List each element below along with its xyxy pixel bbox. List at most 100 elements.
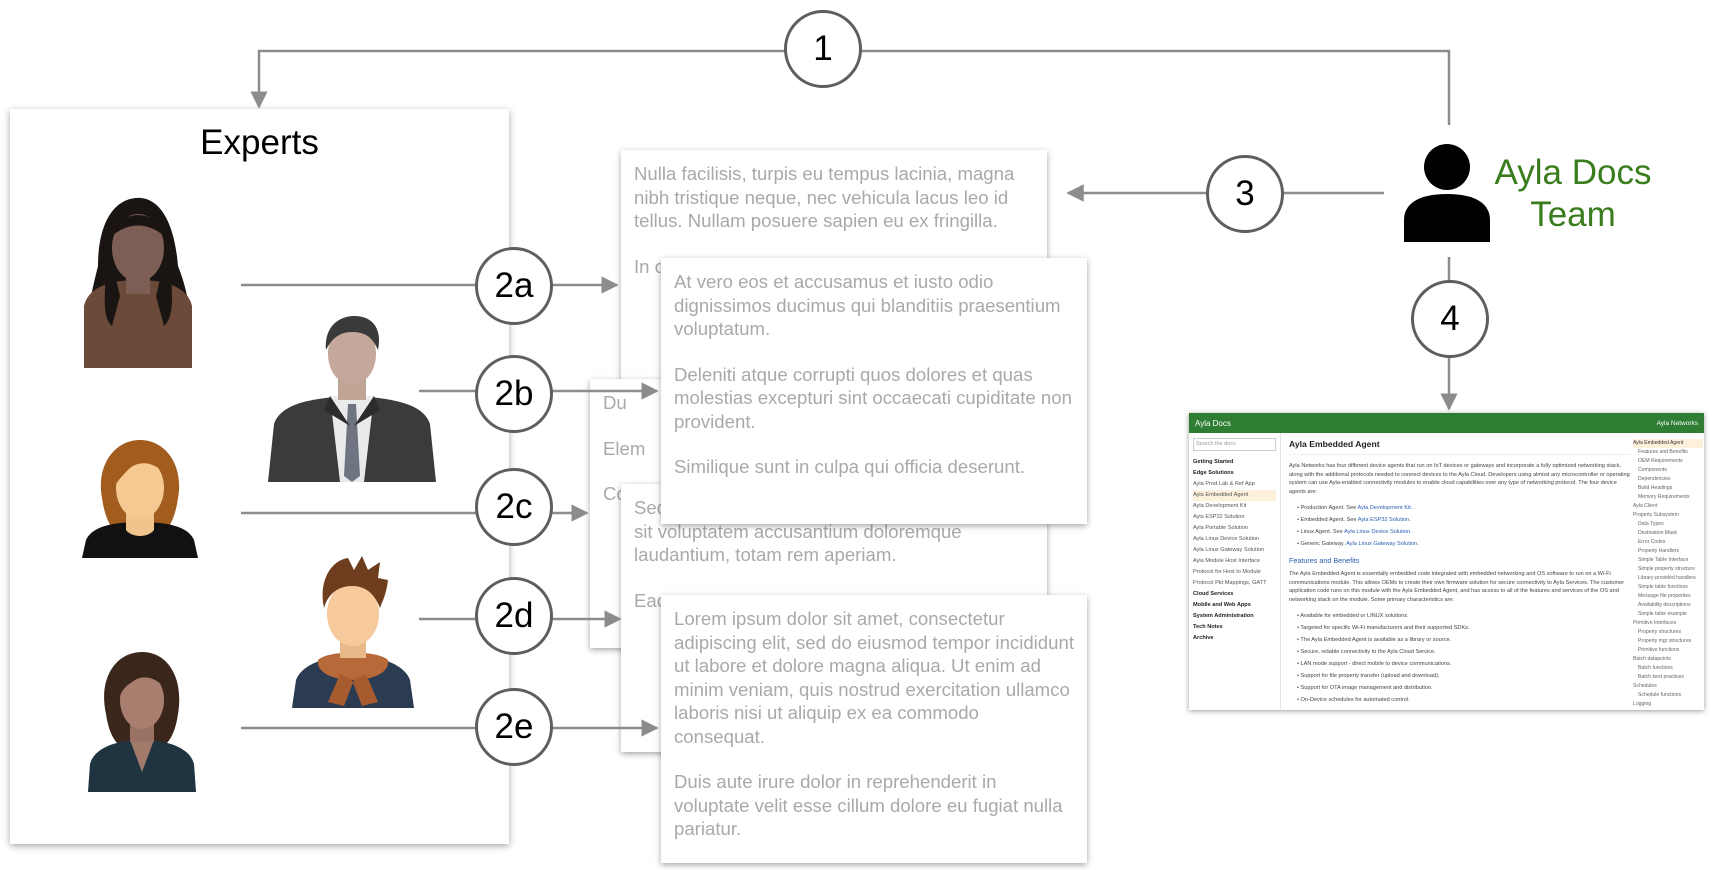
docs-nav-item[interactable]: Ayla Linux Device Solution xyxy=(1193,536,1260,542)
docs-nav-item[interactable]: Protocol Pkt Mappings, GATT xyxy=(1193,580,1267,586)
docs-feature-item: • Targeted for specific Wi-Fi manufactur… xyxy=(1297,625,1470,631)
docs-toc-item[interactable]: Destination Mask xyxy=(1638,530,1678,536)
docs-toc-item[interactable]: Availability descriptions xyxy=(1638,602,1691,608)
experts-panel: Experts xyxy=(10,109,509,844)
docs-toc-item[interactable]: Simple property structure xyxy=(1638,566,1695,572)
docs-nav-item[interactable]: Cloud Services xyxy=(1193,591,1234,597)
docs-nav-item[interactable]: Ayla Module Host Interface xyxy=(1193,558,1261,564)
docs-agent-link[interactable]: Ayla Linux Device Solution. xyxy=(1344,529,1412,535)
docs-nav-item[interactable]: Edge Solutions xyxy=(1193,470,1234,476)
step-badge-2c: 2c xyxy=(475,468,553,546)
docs-toc-item[interactable]: Property structures xyxy=(1638,629,1682,635)
docs-site-header: Ayla Docs Ayla Networks xyxy=(1189,413,1704,433)
docs-site-search-input[interactable]: Search the docs xyxy=(1193,438,1276,451)
expert-woman-dark-hair-icon xyxy=(84,197,192,368)
step-badge-2d: 2d xyxy=(475,577,553,655)
team-label: Ayla Docs Team xyxy=(1488,152,1658,236)
docs-toc-item[interactable]: Components xyxy=(1638,467,1667,473)
docs-toc-item[interactable]: Batch datapoints xyxy=(1633,656,1671,662)
docs-agent-text: • Generic Gateway. xyxy=(1297,541,1347,547)
team-label-line-2: Team xyxy=(1530,195,1616,234)
docs-agent-item: • Linux Agent. See Ayla Linux Device Sol… xyxy=(1289,526,1631,538)
docs-agent-link[interactable]: Ayla Linux Gateway Solution. xyxy=(1346,541,1419,547)
docs-site-brand[interactable]: Ayla Docs xyxy=(1195,418,1231,428)
docs-toc-item[interactable]: Simple table example xyxy=(1638,611,1687,617)
docs-agent-link[interactable]: Ayla ESP32 Solution. xyxy=(1357,517,1411,523)
docs-agent-item: • Production Agent. See Ayla Development… xyxy=(1289,502,1631,514)
step-badge-1: 1 xyxy=(784,10,862,88)
docs-feature-item: • Secure, reliable connectivity to the A… xyxy=(1297,649,1436,655)
docs-toc-item[interactable]: Ayla Embedded Agent xyxy=(1633,439,1703,448)
docs-feature-item: • Support for file property transfer (up… xyxy=(1297,673,1440,679)
docs-intro-paragraph: Ayla Networks has four different device … xyxy=(1289,463,1630,495)
docs-site-content: Ayla Embedded Agent Ayla Networks has fo… xyxy=(1289,439,1631,706)
experts-title: Experts xyxy=(200,123,319,162)
team-label-line-1: Ayla Docs xyxy=(1494,153,1652,192)
docs-toc-item[interactable]: Memory Requirements xyxy=(1638,494,1690,500)
docs-nav-item[interactable]: Ayla Linux Gateway Solution xyxy=(1193,547,1265,553)
docs-nav-item[interactable]: Mobile and Web Apps xyxy=(1193,602,1251,608)
docs-toc-item[interactable]: OEM Requirements xyxy=(1638,458,1683,464)
step-badge-4: 4 xyxy=(1411,280,1489,358)
docs-toc-item[interactable]: Error Codes xyxy=(1638,539,1666,545)
docs-nav-item[interactable]: Protocol for Host to Module xyxy=(1193,569,1261,575)
docs-toc-item[interactable]: Property Handlers xyxy=(1638,548,1680,554)
docs-agent-text: • Embedded Agent. See xyxy=(1297,517,1358,523)
docs-toc-item[interactable]: Property Subsystem xyxy=(1633,512,1679,518)
doc1-paragraph-1: Nulla facilisis, turpis eu tempus lacini… xyxy=(634,163,1015,231)
docs-features-intro: The Ayla Embedded Agent is essentially e… xyxy=(1289,571,1625,603)
docs-toc-item[interactable]: Property mgr structures xyxy=(1638,638,1692,644)
document-card-5: Lorem ipsum dolor sit amet, consectetur … xyxy=(661,595,1087,863)
expert-woman-v-neck-icon xyxy=(88,652,196,792)
doc5-paragraph-1: Lorem ipsum dolor sit amet, consectetur … xyxy=(674,608,1074,747)
docs-toc-item[interactable]: Ayla Client xyxy=(1633,503,1658,509)
docs-agent-link[interactable]: Ayla Development Kit. xyxy=(1357,505,1413,511)
step-badge-2a: 2a xyxy=(475,247,553,325)
docs-toc-item[interactable]: Library-provided handlers xyxy=(1638,575,1696,581)
doc3-paragraph-2: Elem xyxy=(603,437,646,459)
expert-woman-auburn-hair-icon xyxy=(82,440,198,558)
step-badge-2b: 2b xyxy=(475,355,553,433)
docs-nav-item[interactable]: Tech Notes xyxy=(1193,624,1223,630)
docs-agent-text: • Linux Agent. See xyxy=(1297,529,1345,535)
docs-nav-item[interactable]: Archive xyxy=(1193,635,1214,641)
docs-toc-item[interactable]: Batch functions xyxy=(1638,665,1673,671)
docs-feature-item: • Available for embedded or LINUX soluti… xyxy=(1297,613,1409,619)
docs-nav-item[interactable]: Ayla Development Kit xyxy=(1193,503,1247,509)
docs-nav-item[interactable]: Ayla Prod Lab & Ref App xyxy=(1193,481,1255,487)
docs-toc-item[interactable]: Primitive functions xyxy=(1638,647,1680,653)
docs-toc-item[interactable]: Logging xyxy=(1633,701,1652,707)
docs-toc-item[interactable]: Build Headings xyxy=(1638,485,1673,491)
expert-man-scarf-icon xyxy=(292,556,414,708)
docs-toc-item[interactable]: Schedule functions xyxy=(1638,692,1682,698)
docs-toc-item[interactable]: Simple Table Interface xyxy=(1638,557,1689,563)
docs-nav-item[interactable]: System Administration xyxy=(1193,613,1254,619)
docs-nav-item[interactable]: Ayla ESP32 Solution xyxy=(1193,514,1245,520)
doc1-paragraph-2: In c xyxy=(634,255,664,277)
doc4-paragraph-2: Eac xyxy=(634,589,667,611)
doc2-paragraph-1: At vero eos et accusamus et iusto odio d… xyxy=(674,271,1061,339)
doc3-paragraph-1: Du xyxy=(603,392,627,413)
docs-agent-item: • Embedded Agent. See Ayla ESP32 Solutio… xyxy=(1289,514,1631,526)
docs-toc-item[interactable]: Primitive Interfaces xyxy=(1633,620,1677,626)
docs-nav-item[interactable]: Ayla Portable Solution xyxy=(1193,525,1248,531)
docs-feature-item: • On-Device schedules for automated cont… xyxy=(1297,697,1410,703)
docs-page-title: Ayla Embedded Agent xyxy=(1289,439,1631,455)
docs-site-brand-right[interactable]: Ayla Networks xyxy=(1656,419,1698,427)
docs-toc-item[interactable]: Batch best practices xyxy=(1638,674,1684,680)
doc2-paragraph-2: Deleniti atque corrupti quos dolores et … xyxy=(674,363,1072,432)
docs-nav-item[interactable]: Ayla Embedded Agent xyxy=(1193,490,1276,501)
docs-agent-item: • Generic Gateway. Ayla Linux Gateway So… xyxy=(1289,538,1631,550)
docs-feature-item: • Support for OTA image management and d… xyxy=(1297,685,1433,691)
docs-toc-item[interactable]: Schedules xyxy=(1633,683,1657,689)
docs-toc-item[interactable]: Data Types xyxy=(1638,521,1664,527)
docs-toc-item[interactable]: Message file properties xyxy=(1638,593,1691,599)
docs-toc-item[interactable]: Simple table functions xyxy=(1638,584,1688,590)
docs-toc-item[interactable]: Features and Benefits xyxy=(1638,449,1688,455)
doc5-paragraph-2: Duis aute irure dolor in reprehenderit i… xyxy=(674,771,1063,839)
docs-toc-item[interactable]: Dependencies xyxy=(1638,476,1671,482)
docs-nav-item[interactable]: Getting Started xyxy=(1193,459,1234,465)
